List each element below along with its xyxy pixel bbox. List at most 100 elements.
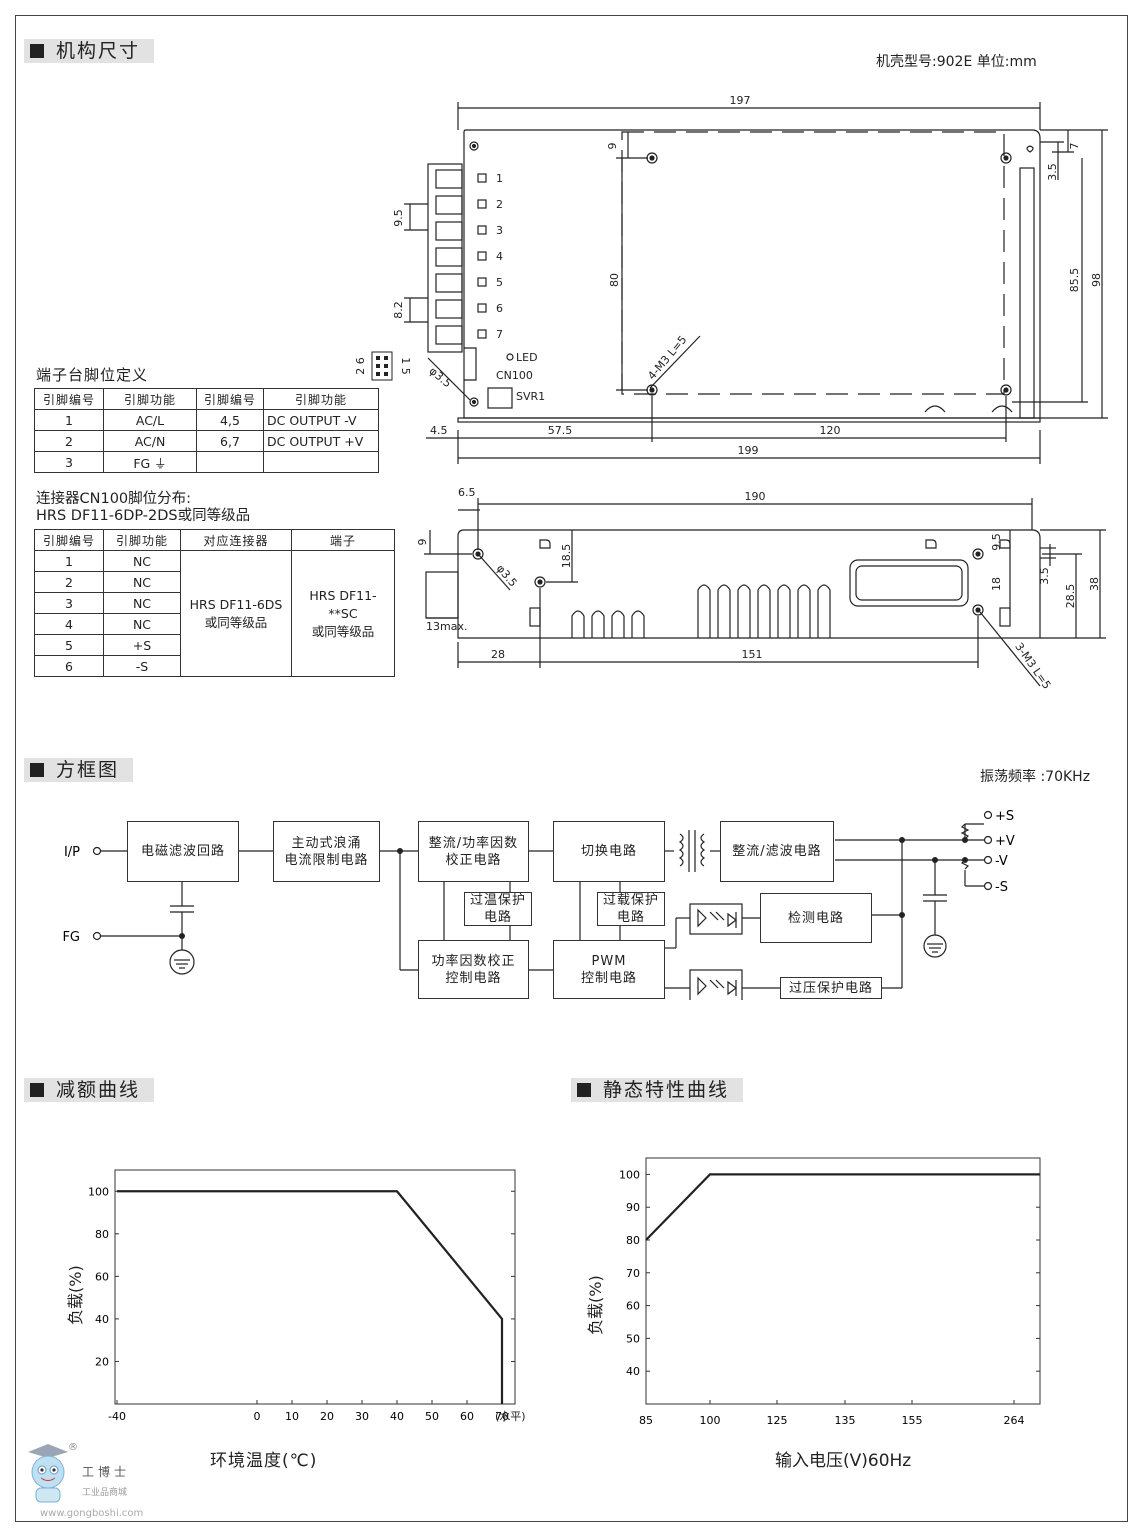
x-tick-label: 264 [1004,1414,1025,1427]
x-tick-label: 50 [425,1410,439,1423]
top-view-drawing: 197 199 57.5 120 4.5 98 85.5 80 9 7 3.5 … [392,94,1108,464]
section-block-title: 方框图 [24,758,134,782]
svg-text:7: 7 [1068,143,1081,150]
svg-text:13max.: 13max. [426,620,467,633]
y-tick-label: 60 [95,1270,109,1283]
svg-text:38: 38 [1088,577,1101,591]
svg-text:9: 9 [606,143,619,150]
svg-text:CN100: CN100 [496,369,533,382]
y-tick-label: 40 [626,1365,640,1378]
svg-text:190: 190 [745,490,766,503]
x-tick-label: 10 [285,1410,299,1423]
x-tick-label: 40 [390,1410,404,1423]
x-tick-label: 135 [835,1414,856,1427]
cn100-connector-icon: 2 6 1 5 [354,351,412,381]
section-static-title: 静态特性曲线 [571,1078,744,1102]
y-tick-label: 70 [626,1267,640,1280]
svg-text:18.5: 18.5 [560,544,573,569]
svg-text:3: 3 [496,224,503,237]
x-tick-label: 0 [254,1410,261,1423]
y-tick-label: 20 [95,1355,109,1368]
svg-text:8.2: 8.2 [392,301,405,319]
svg-text:3-M3 L=5: 3-M3 L=5 [1012,640,1053,691]
side-view-drawing: 190 6.5 28 151 38 28.5 9 18.5 9.5 18 3.5… [416,486,1106,692]
y-tick-label: 40 [95,1313,109,1326]
x-tick-label: 155 [902,1414,923,1427]
svg-text:6.5: 6.5 [458,486,476,499]
mascot-logo-icon [28,1444,68,1503]
osc-note: 振荡频率 :70KHz [980,769,1091,785]
svg-text:1: 1 [496,172,503,185]
section-mech-title: 机构尺寸 [24,39,155,63]
x-tick-label: 125 [767,1414,788,1427]
svg-text:φ3.5: φ3.5 [427,364,454,390]
block-pwm-control: PWM 控制电路 [553,940,665,999]
svg-text:6: 6 [496,302,503,315]
x-tick-label: 70 [495,1410,509,1423]
svg-text:9.5: 9.5 [392,209,405,227]
svg-text:FG: FG [62,930,80,945]
block-pfc-control: 功率因数校正 控制电路 [418,940,529,999]
x-tick-label: 20 [320,1410,334,1423]
svg-text:+S: +S [995,809,1014,824]
y-tick-label: 100 [88,1185,109,1198]
svg-text:2 6: 2 6 [354,357,367,375]
svg-text:I/P: I/P [64,845,80,860]
section-derating-title: 减额曲线 [24,1078,155,1102]
page-frame [15,15,1128,1522]
plot-frame [645,1157,1041,1405]
svg-text:1 5: 1 5 [399,357,412,375]
static-xlabel: 输入电压(V)60Hz [775,1451,912,1471]
x-tick-label: 60 [460,1410,474,1423]
svg-text:120: 120 [820,424,841,437]
svg-text:85.5: 85.5 [1068,268,1081,293]
derating-x-unit: (水平) [495,1410,526,1423]
y-tick-label: 80 [95,1228,109,1241]
plot-frame [114,1169,516,1405]
derating-xlabel: 环境温度(℃) [210,1451,318,1471]
svg-text:3.5: 3.5 [1046,163,1059,181]
block-ovp: 过压保护电路 [780,977,882,999]
svg-text:LED: LED [516,351,538,364]
y-tick-label: 100 [619,1168,640,1181]
derating-ylabel: 负载(%) [66,1265,85,1325]
logo-registered: ® [68,1442,78,1453]
y-tick-label: 80 [626,1234,640,1247]
x-tick-label: -40 [108,1410,126,1423]
y-tick-label: 90 [626,1201,640,1214]
y-tick-label: 50 [626,1332,640,1345]
svg-text:SVR1: SVR1 [516,390,545,403]
logo-subtitle: 工业品商城 [82,1488,128,1498]
block-inrush-limiter: 主动式浪涌 电流限制电路 [273,821,380,882]
static-ylabel: 负载(%) [586,1275,605,1335]
svg-text:4: 4 [496,250,503,263]
block-detection: 检测电路 [760,893,872,943]
svg-text:199: 199 [738,444,759,457]
svg-text:80: 80 [608,273,621,287]
logo-url: www.gongboshi.com [40,1508,144,1519]
svg-text:18: 18 [990,577,1003,591]
x-tick-label: 30 [355,1410,369,1423]
series-line-load [117,1190,504,1404]
svg-text:-V: -V [995,854,1008,869]
y-tick-label: 60 [626,1300,640,1313]
svg-text:197: 197 [730,94,751,107]
svg-text:4.5: 4.5 [430,424,448,437]
block-olp: 过载保护 电路 [597,892,665,926]
svg-text:28: 28 [491,648,505,661]
svg-text:-S: -S [995,880,1008,895]
connector-table-title: 连接器CN100脚位分布: HRS DF11-6DP-2DS或同等级品 [36,491,251,524]
svg-text:28.5: 28.5 [1064,584,1077,609]
terminal-table-title: 端子台脚位定义 [36,366,149,384]
svg-text:+V: +V [995,834,1015,849]
svg-text:151: 151 [742,648,763,661]
